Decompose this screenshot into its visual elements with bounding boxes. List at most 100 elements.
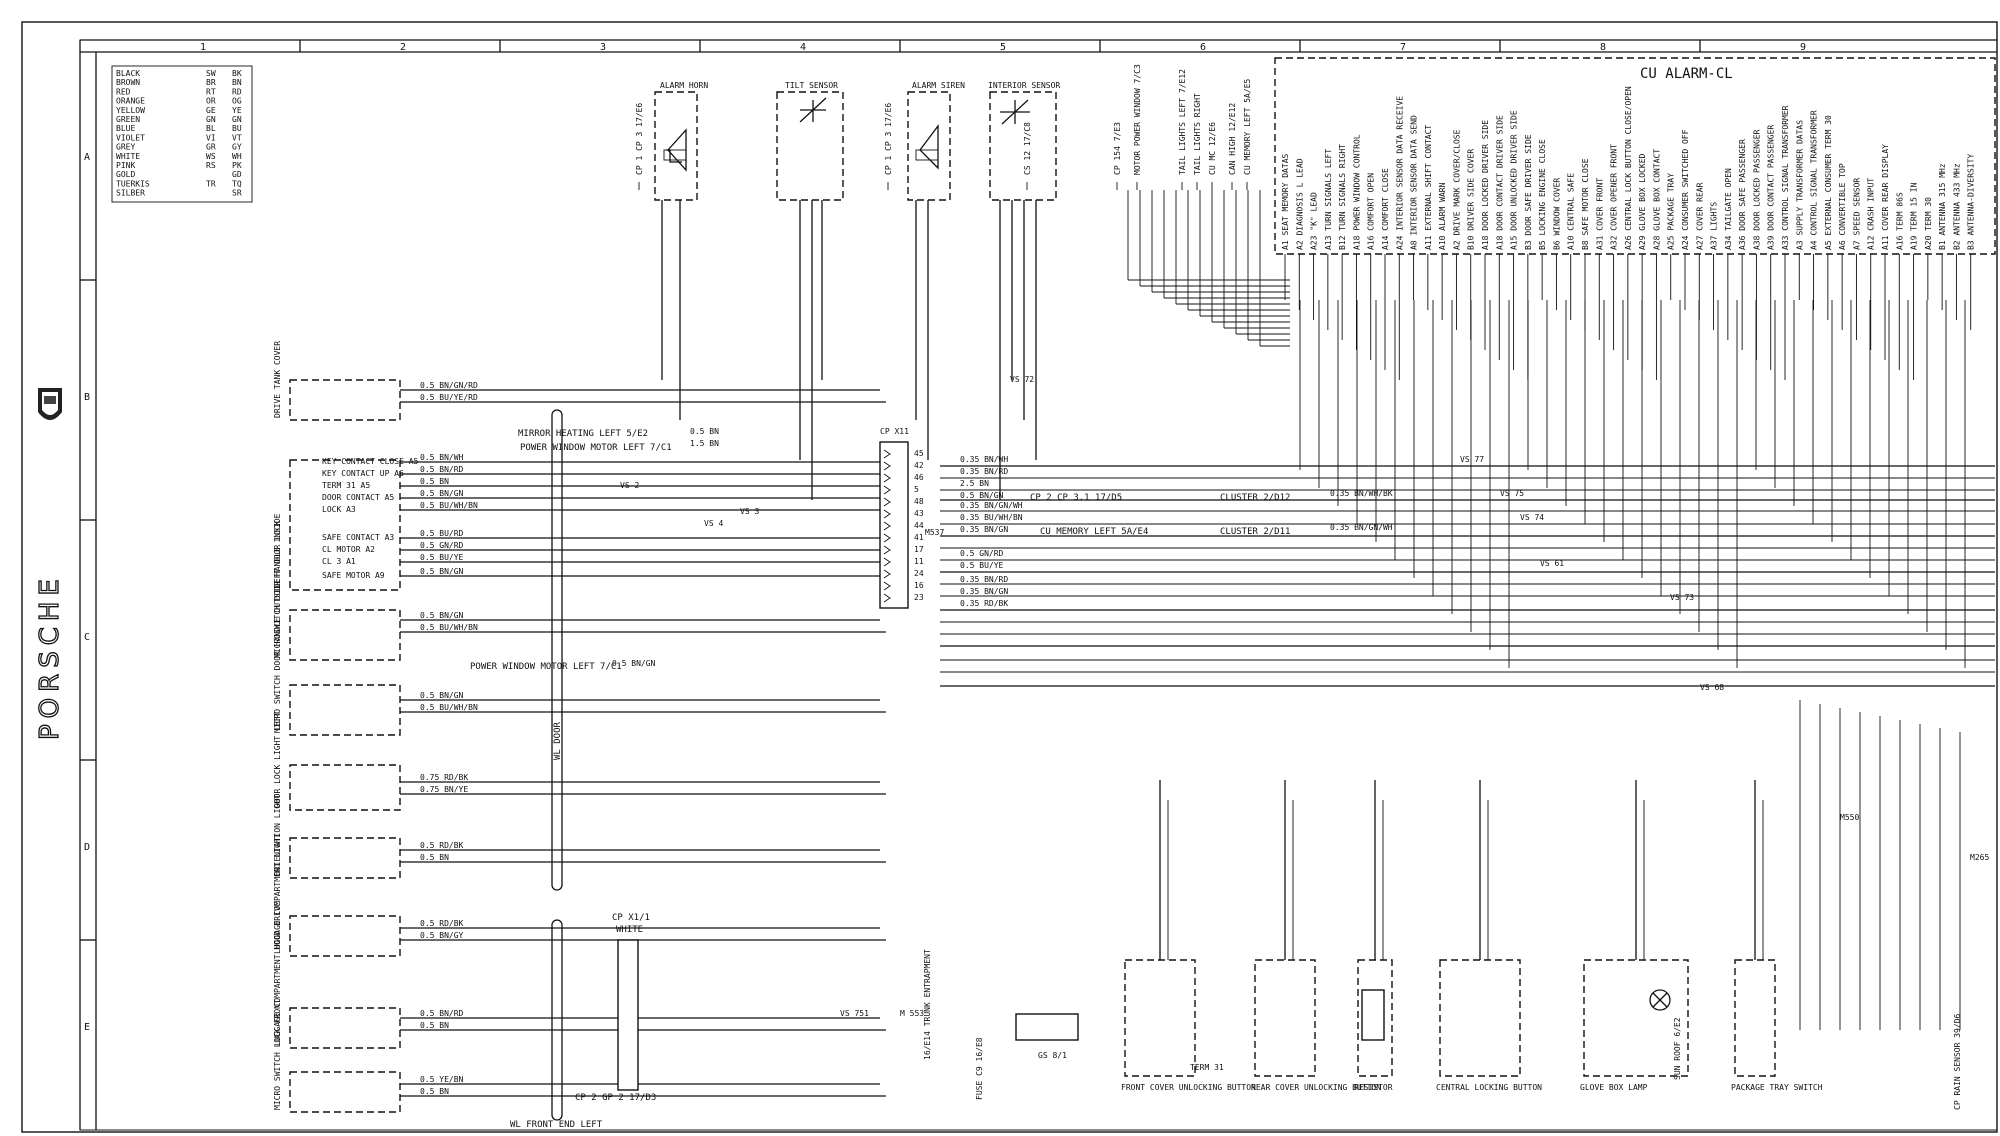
legend-german-code: TR [206, 179, 216, 188]
connector-label: WHITE [616, 925, 643, 935]
wire-label: 0.75 RD/BK [420, 773, 468, 782]
col-label: 1 [200, 42, 206, 53]
wire-label: 2.5 BN [960, 479, 989, 488]
splice-label: VS 3 [740, 507, 759, 516]
splice-label: VS 75 [1500, 489, 1524, 498]
left-component-box [289, 379, 401, 421]
porsche-brand: PORSCHE [34, 388, 66, 741]
x11-pin-icon [883, 449, 891, 459]
wire-label: 0.5 YE/BN [420, 1075, 464, 1084]
x11-pin-icon [883, 521, 891, 531]
wire-label: 0.35 BN/RD [960, 467, 1008, 476]
splice-label: M537 [925, 528, 944, 537]
cu-pin-label: A5 EXTERNAL CONSUMER TERM 30 [1824, 115, 1833, 250]
alarm-siren-label: ALARM SIREN [912, 81, 965, 90]
col-label: 8 [1600, 42, 1606, 53]
legend-code: GN [232, 115, 242, 124]
x11-pin: 42 [914, 461, 924, 470]
wire-label: 0.5 BU/YE [420, 553, 464, 562]
wire-label: 0.5 BN [420, 1021, 449, 1030]
top-ref-label: CP 154 7/E3 [1113, 122, 1122, 175]
left-component-box [289, 915, 401, 957]
gs81-connector [1015, 1013, 1079, 1041]
wire-label: 1.5 BN [690, 439, 719, 448]
legend-german-code: GN [206, 115, 216, 124]
row-label: A [84, 152, 90, 163]
x11-pin-icon [883, 497, 891, 507]
door-lock-pin: LOCK A3 [322, 505, 356, 514]
wire-label: 0.35 BN/GN/WH [960, 501, 1023, 510]
splice-label: VS 68 [1700, 683, 1724, 692]
cu-pin-label: A18 DOOR CONTACT DRIVER SIDE [1495, 115, 1504, 250]
lamp-icon [1649, 989, 1671, 1011]
splice-label: VS 4 [704, 519, 723, 528]
x11-body [879, 441, 909, 609]
cu-pin-label: A2 DIAGNOSIS L LEAD [1295, 158, 1304, 250]
alarm-horn: ALARM HORN [654, 81, 708, 201]
door-lock-pin: KEY CONTACT UP A6 [322, 469, 404, 478]
legend-color-name: WHITE [116, 152, 140, 161]
wire-label: 0.5 BN/GN [420, 691, 464, 700]
left-component-label: MICROSWITCH DOOR HANDLE INSIDE [273, 513, 282, 658]
cu-pin-label: A16 COMFORT OPEN [1367, 173, 1376, 250]
left-component-label: DOOR LOCK LIGHT LEFT [273, 711, 282, 808]
cu-pin-label: A36 DOOR SAFE PASSENGER [1738, 139, 1747, 250]
wire-label: 0.35 BN/RD [960, 575, 1008, 584]
x11-pin: 24 [914, 569, 924, 578]
reference-label: 16/E14 TRUNK ENTRAPMENT [923, 949, 932, 1060]
col-label: 5 [1000, 42, 1006, 53]
cu-pin-label: A15 DOOR UNLOCKED DRIVER SIDE [1510, 110, 1519, 250]
splice-label: M550 [1840, 813, 1859, 822]
fuse-label: FUSE C9 16/E8 [975, 1037, 984, 1100]
left-component-label: LUGGAGE COMPARTMENT HOOD DRIVE [273, 901, 282, 1046]
interior-sensor: INTERIOR SENSOR [988, 81, 1060, 201]
lamp-cross-icon [1652, 992, 1668, 1008]
col-label: 7 [1400, 42, 1406, 53]
reference-label: CLUSTER 2/D11 [1220, 527, 1290, 537]
door-lock-pin: DOOR CONTACT A5 [322, 493, 394, 502]
cu-pin-label: B1 ANTENNA 315 MHz [1938, 163, 1947, 250]
row-label: D [84, 842, 90, 853]
legend-color-name: GREY [116, 143, 135, 152]
left-component-box [289, 609, 401, 661]
x11-pin-icon [883, 557, 891, 567]
door-lock-pin: CL 3 A1 [322, 557, 356, 566]
x11-pin-icon [883, 461, 891, 471]
left-component-label: MICRO SWITCH LOCK FRONT [273, 999, 282, 1110]
cu-pin-label: A10 ALARM WARN [1438, 182, 1447, 250]
cu-pin-label: A28 GLOVE BOX CONTACT [1652, 149, 1661, 250]
cu-pin-label: A3 SUPPLY TRANSFORMER DATAS [1795, 120, 1804, 250]
x11-pin-icon [883, 581, 891, 591]
brand-logo-text: PORSCHE [35, 573, 65, 740]
wire-label: 0.5 BN [690, 427, 719, 436]
left-component-label: LUGGAGE COMPARTMENT LIGHT [273, 833, 282, 954]
x11-pin: 41 [914, 533, 924, 542]
glove-box-lamp-label: GLOVE BOX LAMP [1580, 1083, 1648, 1092]
cu-pin-label: A25 PACKAGE TRAY [1667, 173, 1676, 250]
legend-code: GY [232, 143, 242, 152]
cu-pin-label: A24 CONSUMER SWITCHED OFF [1681, 129, 1690, 250]
cu-pin-label: B8 SAFE MOTOR CLOSE [1581, 158, 1590, 250]
cu-pin-label: A31 COVER FRONT [1595, 178, 1604, 250]
cu-pin-label: A10 CENTRAL SAFE [1567, 173, 1576, 250]
wire-label: 0.35 BN/WH [960, 455, 1008, 464]
cu-pin-label: A26 CENTRAL LOCK BUTTON CLOSE/OPEN [1624, 86, 1633, 250]
term-label: TERM 31 [1190, 1063, 1224, 1072]
wire-label: 0.5 RD/BK [420, 841, 464, 850]
legend-code: BK [232, 69, 242, 78]
legend-color-name: VIOLET [116, 133, 145, 142]
door-lock-pin: TERM 31 A5 [322, 481, 370, 490]
splice-label: M 553 [900, 1009, 924, 1018]
column-ruler: 1 2 3 4 5 6 7 8 9 [200, 40, 1806, 53]
wire-label: 0.5 BN/GN [420, 567, 464, 576]
splice-label: VS 61 [1540, 559, 1564, 568]
interior-sensor-icon [1000, 99, 1030, 125]
legend-color-name: RED [116, 87, 131, 96]
wire-label: 0.35 BN/GN [960, 587, 1008, 596]
cu-pin-label: A12 CRASH INPUT [1867, 178, 1876, 250]
wire-label: 0.35 RD/BK [960, 599, 1008, 608]
cu-pin-label: A39 DOOR CONTACT PASSENGER [1767, 125, 1776, 250]
outer-frame [21, 21, 1998, 1133]
